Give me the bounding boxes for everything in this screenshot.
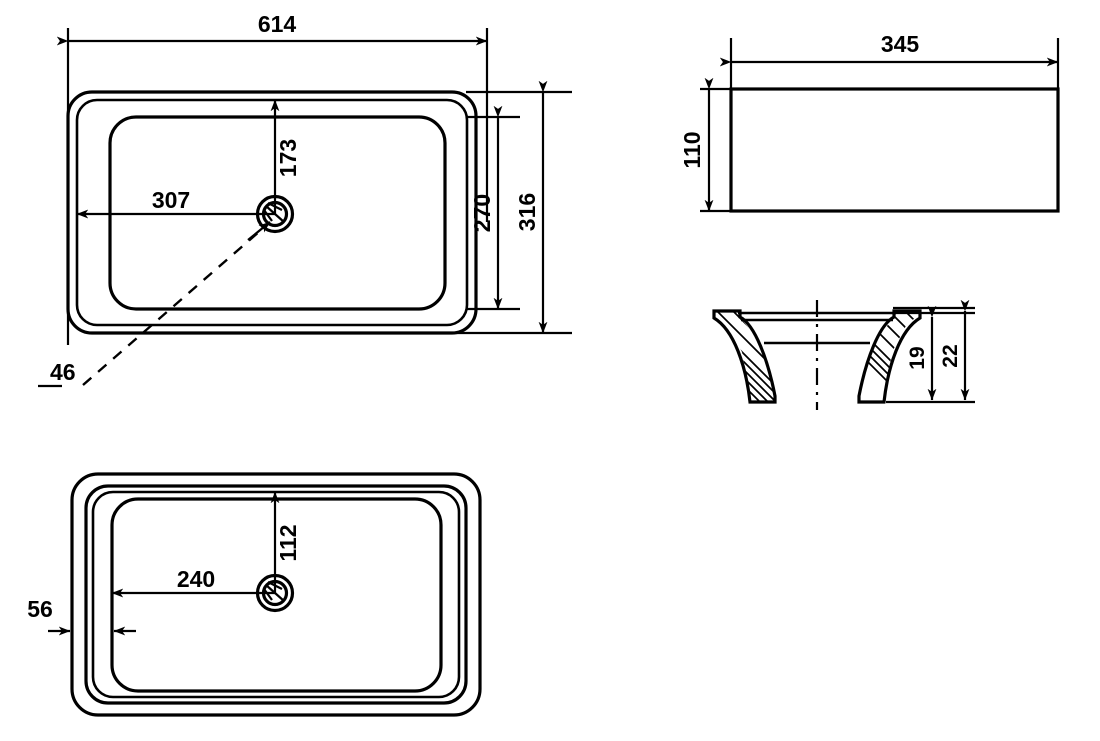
- top-view-leader-46-arrow: [247, 221, 271, 241]
- bottom-view-middle-outline: [84, 484, 468, 705]
- side-elevation-view: 345 110: [679, 31, 1060, 213]
- dim-label-307: 307: [152, 187, 190, 213]
- top-view: 46 614 316 270 173 307: [38, 11, 572, 388]
- dim-label-46: 46: [50, 359, 76, 385]
- dim-label-614: 614: [258, 11, 297, 37]
- section-profile-right: [857, 309, 922, 404]
- dim-label-316: 316: [514, 193, 540, 231]
- dim-label-270: 270: [469, 194, 495, 232]
- section-hatch-left: [714, 311, 775, 402]
- dim-label-173: 173: [275, 139, 301, 177]
- dim-label-345: 345: [881, 31, 920, 57]
- dim-label-240: 240: [177, 566, 215, 592]
- section-profile-left: [712, 309, 777, 404]
- section-hatch-right: [859, 311, 920, 402]
- dim-label-112: 112: [275, 524, 301, 561]
- side-elevation-body: [729, 87, 1060, 213]
- section-detail-view: 19 22: [712, 299, 975, 410]
- top-view-leader-46-line: [82, 223, 269, 386]
- dim-label-19: 19: [906, 346, 929, 369]
- dim-label-22: 22: [939, 344, 962, 367]
- dim-label-110: 110: [679, 131, 705, 168]
- dim-label-56: 56: [27, 596, 53, 622]
- bottom-view: 112 240 56: [27, 472, 482, 717]
